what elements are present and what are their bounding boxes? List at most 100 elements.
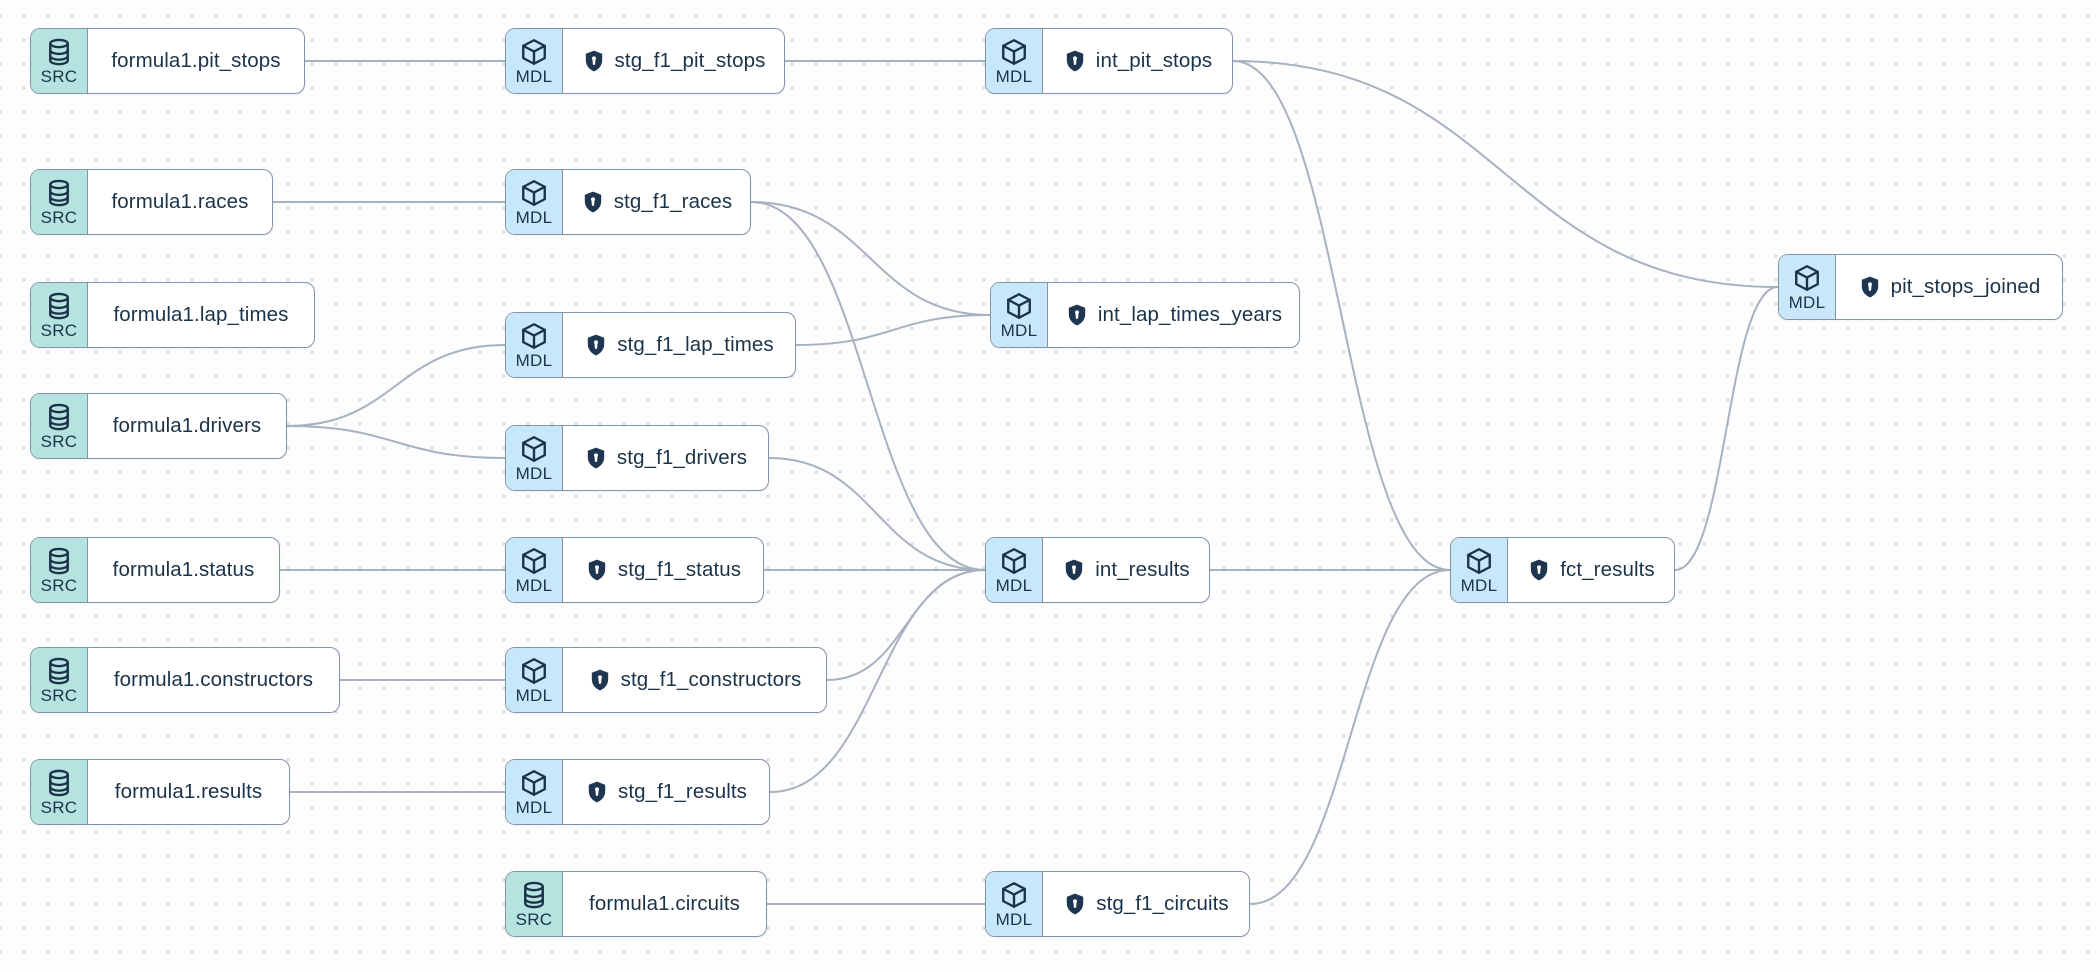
node-body: stg_f1_lap_times [563,313,795,377]
database-icon [44,402,74,432]
node-body: int_lap_times_years [1048,283,1299,347]
node-formula1.circuits[interactable]: SRC formula1.circuits [505,871,767,937]
node-kind-label: SRC [40,797,78,817]
node-type-badge: SRC [31,648,88,712]
cube-icon [1004,291,1034,321]
database-icon [44,37,74,67]
node-body: stg_f1_results [563,760,769,824]
node-stg_f1_constructors[interactable]: MDL stg_f1_constructors [505,647,827,713]
node-body: stg_f1_circuits [1043,872,1249,936]
node-kind-label: SRC [40,575,78,595]
node-name-label: formula1.lap_times [113,303,289,326]
edge-stg_f1_lap_times-to-int_lap_times_years [795,314,991,346]
node-type-badge: SRC [31,29,88,93]
database-icon [44,291,74,321]
node-kind-label: MDL [515,685,553,705]
node-pit_stops_joined[interactable]: MDL pit_stops_joined [1778,254,2063,320]
edge-stg_f1_results-to-int_results [769,569,986,793]
shield-lock-icon [584,446,608,470]
cube-icon [519,768,549,798]
database-icon [44,546,74,576]
node-kind-label: MDL [515,350,553,370]
node-type-badge: SRC [31,538,88,602]
node-kind-label: MDL [515,66,553,86]
node-type-badge: SRC [31,760,88,824]
node-kind-label: SRC [40,320,78,340]
node-name-label: fct_results [1560,558,1655,581]
node-formula1.races[interactable]: SRC formula1.races [30,169,273,235]
node-name-label: formula1.pit_stops [111,49,281,72]
node-name-label: stg_f1_drivers [616,446,748,469]
node-int_results[interactable]: MDL int_results [985,537,1210,603]
shield-lock-icon [1858,275,1882,299]
cube-icon [1792,263,1822,293]
node-kind-label: SRC [40,685,78,705]
node-kind-label: MDL [995,575,1033,595]
shield-lock-icon [585,558,609,582]
cube-icon [519,178,549,208]
database-icon [44,178,74,208]
node-kind-label: SRC [515,909,553,929]
node-type-badge: MDL [506,648,563,712]
node-int_pit_stops[interactable]: MDL int_pit_stops [985,28,1233,94]
database-icon [44,656,74,686]
shield-lock-icon [581,190,605,214]
node-formula1.status[interactable]: SRC formula1.status [30,537,280,603]
node-body: formula1.drivers [88,394,286,458]
edge-formula1.drivers-to-stg_f1_lap_times [286,344,506,427]
node-kind-label: MDL [995,909,1033,929]
node-name-label: int_pit_stops [1095,49,1213,72]
node-stg_f1_status[interactable]: MDL stg_f1_status [505,537,764,603]
node-int_lap_times_years[interactable]: MDL int_lap_times_years [990,282,1300,348]
node-formula1.results[interactable]: SRC formula1.results [30,759,290,825]
node-name-label: formula1.circuits [589,892,740,915]
node-kind-label: MDL [1788,292,1826,312]
node-body: int_results [1043,538,1209,602]
edge-int_pit_stops-to-fct_results [1232,60,1451,571]
shield-lock-icon [1062,558,1086,582]
node-type-badge: MDL [506,426,563,490]
node-stg_f1_races[interactable]: MDL stg_f1_races [505,169,751,235]
cube-icon [1464,546,1494,576]
node-kind-label: MDL [515,797,553,817]
node-name-label: stg_f1_circuits [1096,892,1229,915]
node-kind-label: SRC [40,66,78,86]
node-name-label: formula1.results [114,780,263,803]
node-stg_f1_lap_times[interactable]: MDL stg_f1_lap_times [505,312,796,378]
cube-icon [519,656,549,686]
node-name-label: pit_stops_joined [1890,275,2041,298]
database-icon [519,880,549,910]
node-kind-label: MDL [515,207,553,227]
node-formula1.drivers[interactable]: SRC formula1.drivers [30,393,287,459]
node-name-label: formula1.status [112,558,255,581]
edge-stg_f1_races-to-int_results [750,201,986,571]
node-formula1.pit_stops[interactable]: SRC formula1.pit_stops [30,28,305,94]
node-stg_f1_circuits[interactable]: MDL stg_f1_circuits [985,871,1250,937]
node-type-badge: MDL [1779,255,1836,319]
node-kind-label: MDL [515,575,553,595]
shield-lock-icon [1063,892,1087,916]
node-type-badge: MDL [506,538,563,602]
node-type-badge: SRC [31,394,88,458]
node-formula1.lap_times[interactable]: SRC formula1.lap_times [30,282,315,348]
node-body: pit_stops_joined [1836,255,2062,319]
node-kind-label: SRC [40,207,78,227]
node-type-badge: MDL [506,170,563,234]
node-stg_f1_drivers[interactable]: MDL stg_f1_drivers [505,425,769,491]
node-type-badge: MDL [506,760,563,824]
cube-icon [999,546,1029,576]
node-stg_f1_results[interactable]: MDL stg_f1_results [505,759,770,825]
edge-formula1.drivers-to-stg_f1_drivers [286,425,506,459]
node-type-badge: MDL [1451,538,1508,602]
node-body: stg_f1_drivers [563,426,768,490]
node-type-badge: MDL [986,29,1043,93]
node-fct_results[interactable]: MDL fct_results [1450,537,1675,603]
edge-fct_results-to-pit_stops_joined [1674,286,1779,571]
node-name-label: stg_f1_races [613,190,733,213]
node-stg_f1_pit_stops[interactable]: MDL stg_f1_pit_stops [505,28,785,94]
node-formula1.constructors[interactable]: SRC formula1.constructors [30,647,340,713]
edge-stg_f1_races-to-int_lap_times_years [750,201,991,316]
node-name-label: int_results [1095,558,1190,581]
